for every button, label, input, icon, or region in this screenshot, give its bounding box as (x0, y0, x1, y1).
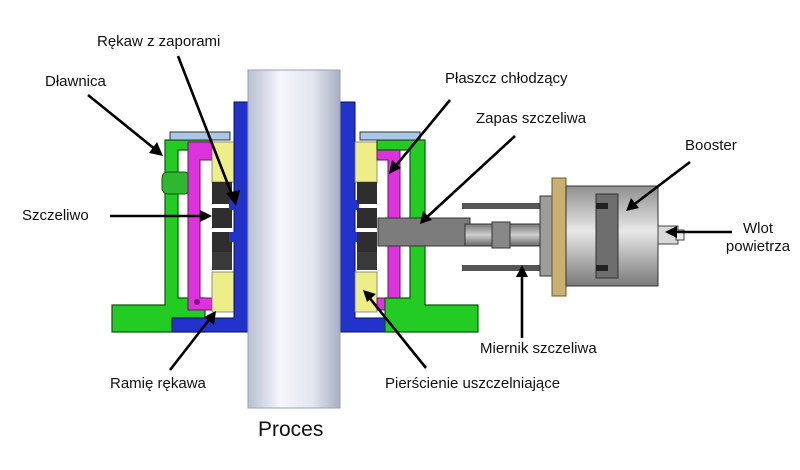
rings-left-bottom (211, 271, 235, 313)
sleeve-right-barrier-1 (351, 200, 359, 210)
arrow-plaszcz-chlodzacy (392, 99, 452, 169)
left-gland-assembly (111, 101, 249, 333)
arrowhead-szczeliwo (200, 210, 212, 222)
jacket-left-port (194, 299, 200, 305)
label-ramie-rekawa: Ramię rękawa (110, 375, 206, 392)
label-szczeliwo: Szczeliwo (22, 207, 89, 224)
packing-right-2 (357, 208, 377, 228)
arrowhead-miernik (516, 265, 528, 277)
gland-left-bolt (161, 171, 191, 195)
rings-left-top (211, 141, 235, 183)
arrowhead-plaszcz (389, 160, 401, 174)
label-pierscienie-uszczelniajace: Pierścienie uszczelniające (385, 375, 561, 392)
supply-channel (377, 217, 471, 247)
right-gland-assembly (339, 101, 479, 333)
booster-bolt-2 (596, 265, 608, 271)
sleeve-right-barrier-2 (351, 232, 359, 242)
arrow-pierscienie (366, 295, 428, 369)
arrowhead-booster (626, 198, 639, 211)
packing-left-1 (212, 182, 232, 204)
leader-arrows (87, 55, 732, 371)
arrow-heads (149, 142, 677, 325)
arrowhead-wlot (665, 226, 677, 238)
piston-rod-end (491, 221, 511, 249)
packing-left-3 (212, 232, 232, 252)
arrowhead-dlawnica (149, 142, 163, 156)
packing-right-3 (357, 232, 377, 252)
gland-right (376, 139, 479, 333)
arrowhead-ramie (204, 311, 216, 325)
arrow-zapas-szczeliwa (425, 135, 516, 219)
packing-right-1 (357, 182, 377, 204)
arrowhead-zapas (420, 211, 432, 224)
jacket-left (187, 141, 213, 311)
label-dlawnica: Dławnica (45, 73, 106, 90)
booster-piston (595, 193, 619, 279)
rings-right-top (354, 141, 378, 183)
gauge-rod-top-1 (462, 203, 582, 209)
label-miernik-szczeliwa: Miernik szczeliwa (480, 340, 597, 357)
arrow-booster (631, 160, 691, 208)
packing-left-4 (212, 252, 232, 270)
label-zapas-szczeliwa: Zapas szczeliwa (476, 110, 587, 127)
label-wlot-powietrza: Wlot powietrza (720, 220, 796, 256)
arrow-dlawnica (87, 93, 157, 152)
packing-left-2 (212, 208, 232, 228)
label-rekaw-z-zaporami: Rękaw z zaporami (97, 33, 221, 50)
gland-left-top (169, 131, 231, 141)
label-booster: Booster (685, 137, 737, 154)
arrow-rekaw-z-zaporami (176, 55, 236, 201)
arrowhead-rekaw (226, 190, 240, 206)
packing-right-4 (357, 252, 377, 270)
label-wlot-line2: powietrza (725, 238, 791, 255)
booster-assembly (462, 177, 685, 297)
booster-bolt-1 (596, 203, 608, 209)
sleeve-left-barrier-2 (229, 232, 237, 242)
booster-flange (551, 177, 567, 297)
sleeve-left-barrier-1 (229, 200, 237, 210)
gland-right-top (359, 131, 421, 141)
label-plaszcz-chlodzacy: Płaszcz chłodzący (445, 70, 568, 87)
label-wlot-line1: Wlot (743, 220, 773, 237)
label-proces: Proces (258, 418, 324, 441)
process-shaft (247, 69, 341, 409)
arrow-ramie-rekawa (168, 315, 214, 371)
arrowhead-pierscienie (363, 290, 376, 302)
